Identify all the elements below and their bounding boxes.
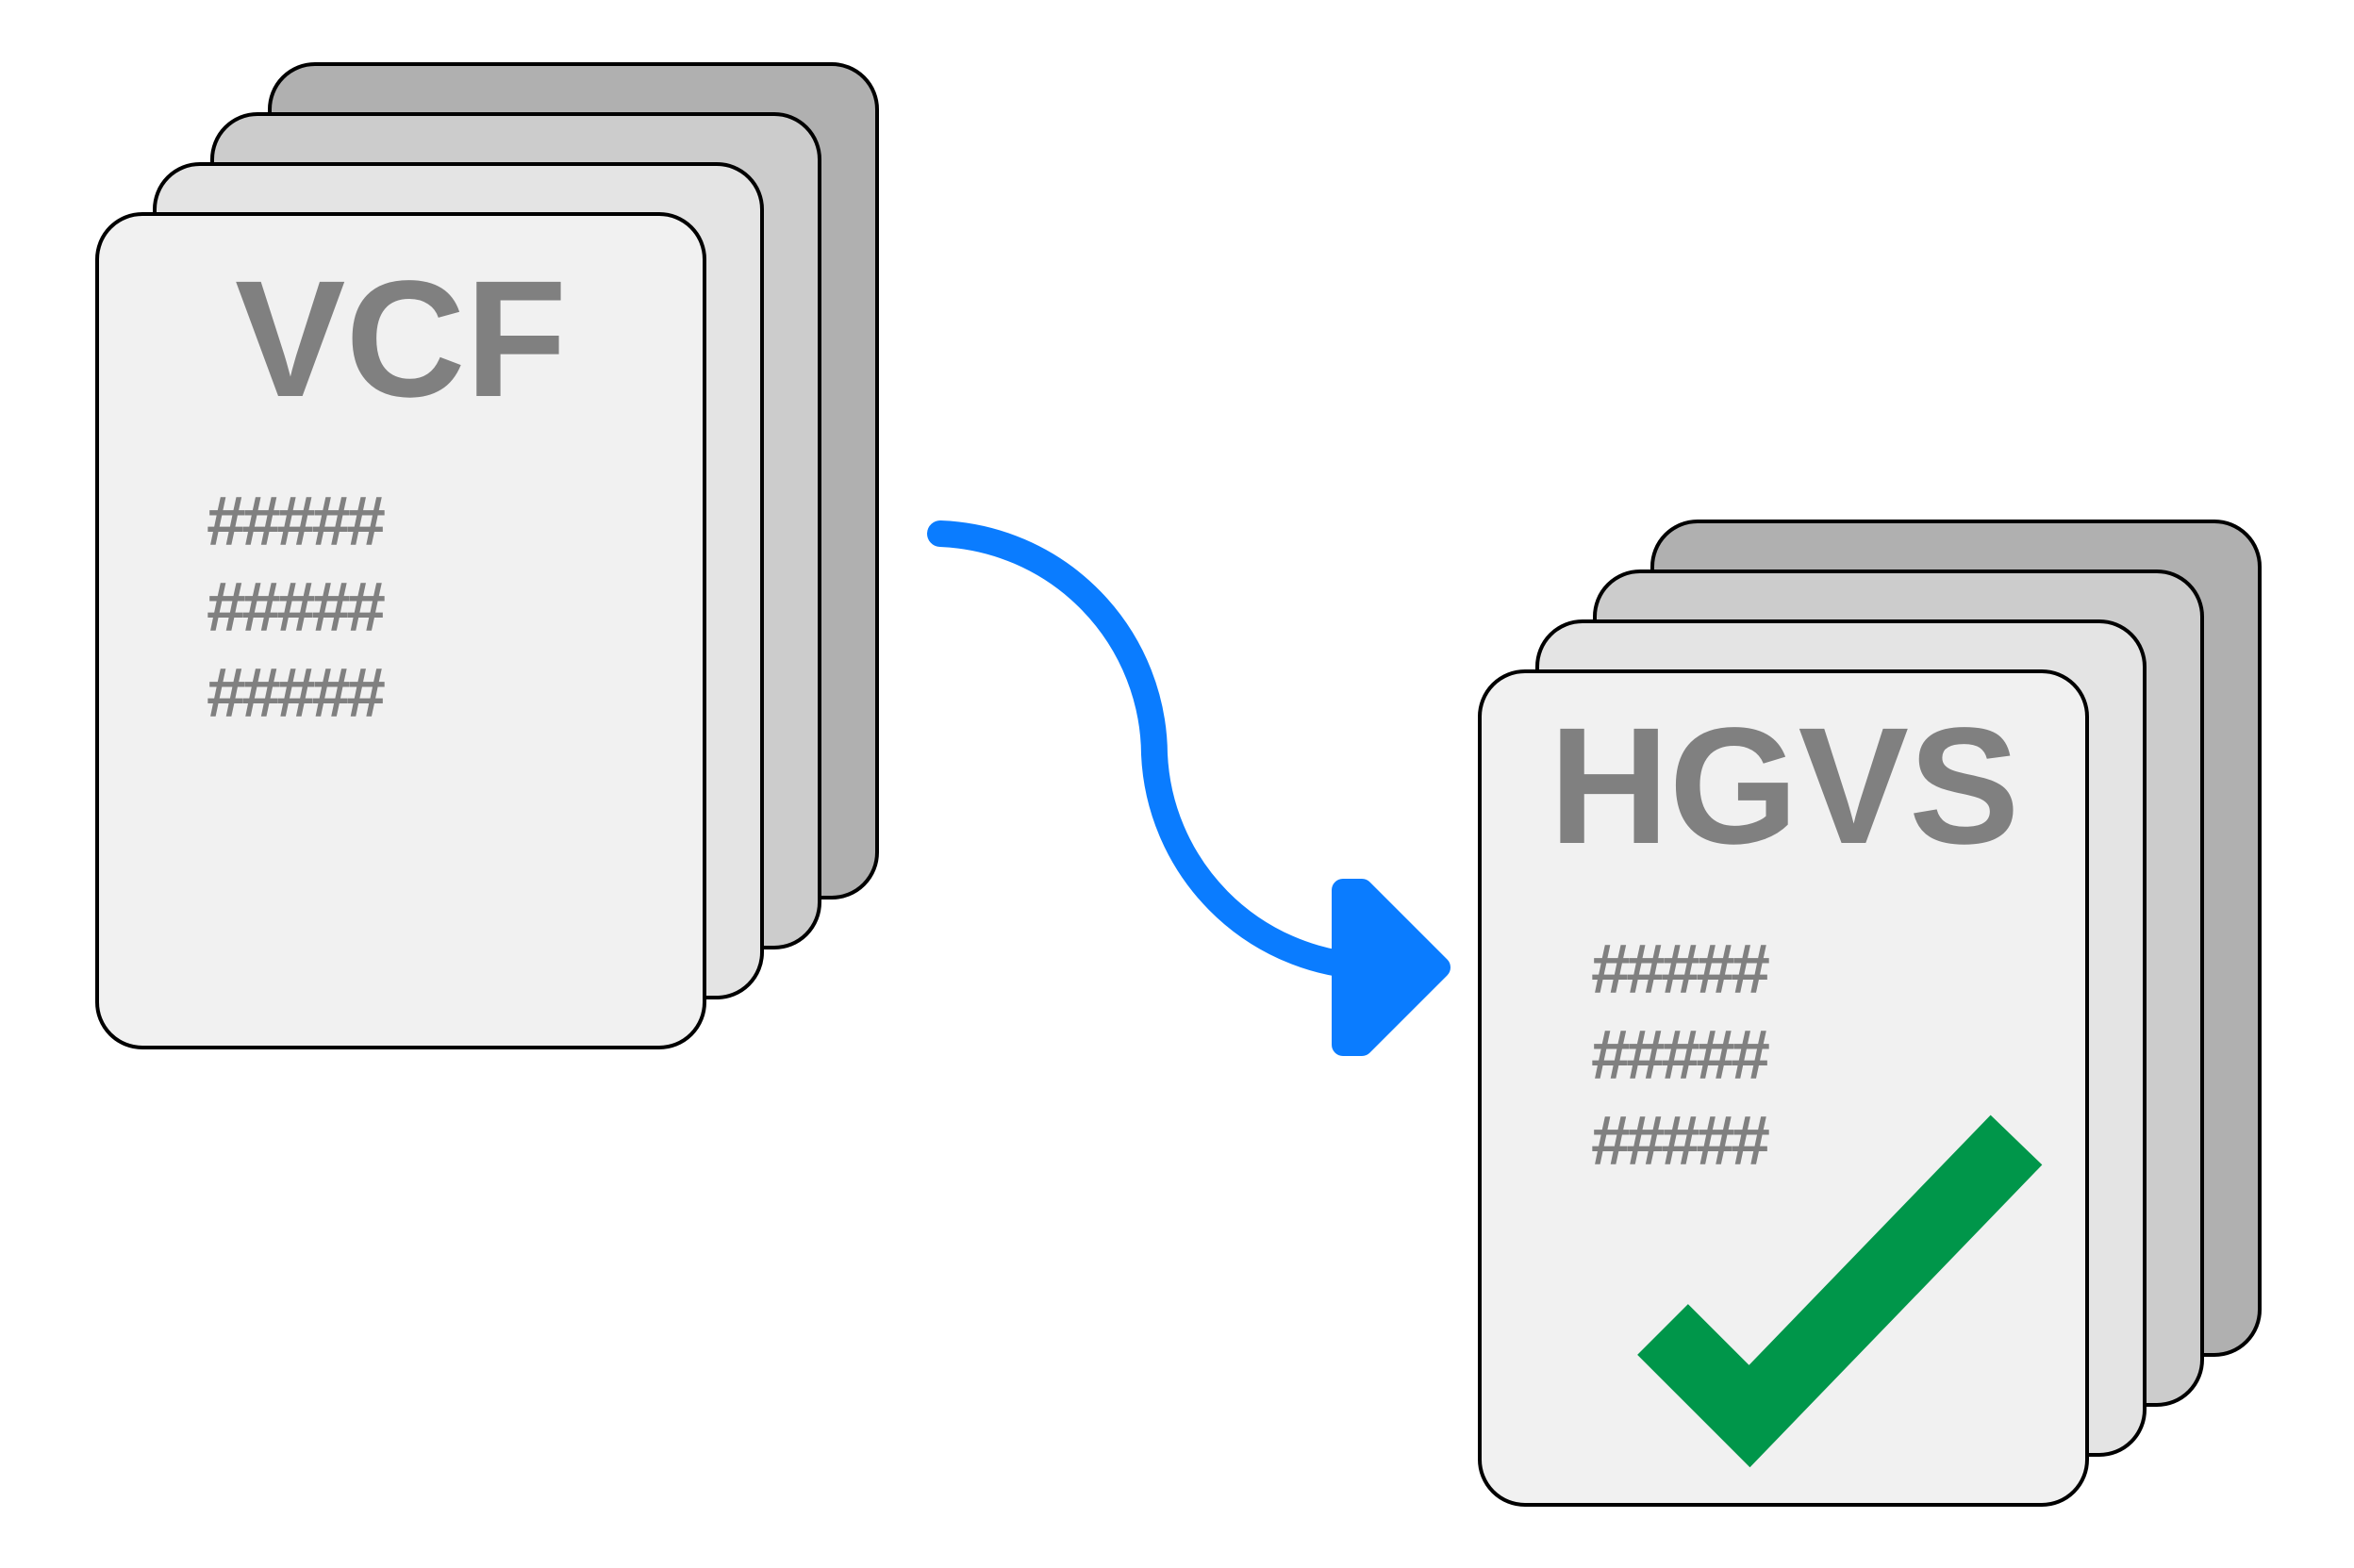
vcf-document-stack: VCF ##### ##### ##### — [95, 62, 879, 1049]
hgvs-title: HGVS — [1550, 694, 2020, 879]
hgvs-hash-line-3: ##### — [1590, 1101, 1770, 1180]
vcf-title: VCF — [235, 247, 567, 432]
vcf-hash-line-3: ##### — [206, 653, 386, 732]
hgvs-hash-line-2: ##### — [1590, 1015, 1770, 1094]
arrow-head — [1332, 879, 1451, 1056]
vcf-hash-line-2: ##### — [206, 568, 386, 646]
arrow-shaft — [927, 520, 1377, 980]
checkmark-icon — [1637, 1114, 2043, 1468]
vcf-hash-line-1: ##### — [206, 482, 386, 560]
hgvs-hash-line-1: ##### — [1590, 930, 1770, 1008]
vcf-sheet-front — [95, 212, 706, 1049]
curved-arrow-icon — [927, 520, 1451, 1056]
hgvs-document-stack: HGVS ##### ##### ##### — [1478, 520, 2262, 1507]
hgvs-sheet-front — [1478, 669, 2089, 1507]
